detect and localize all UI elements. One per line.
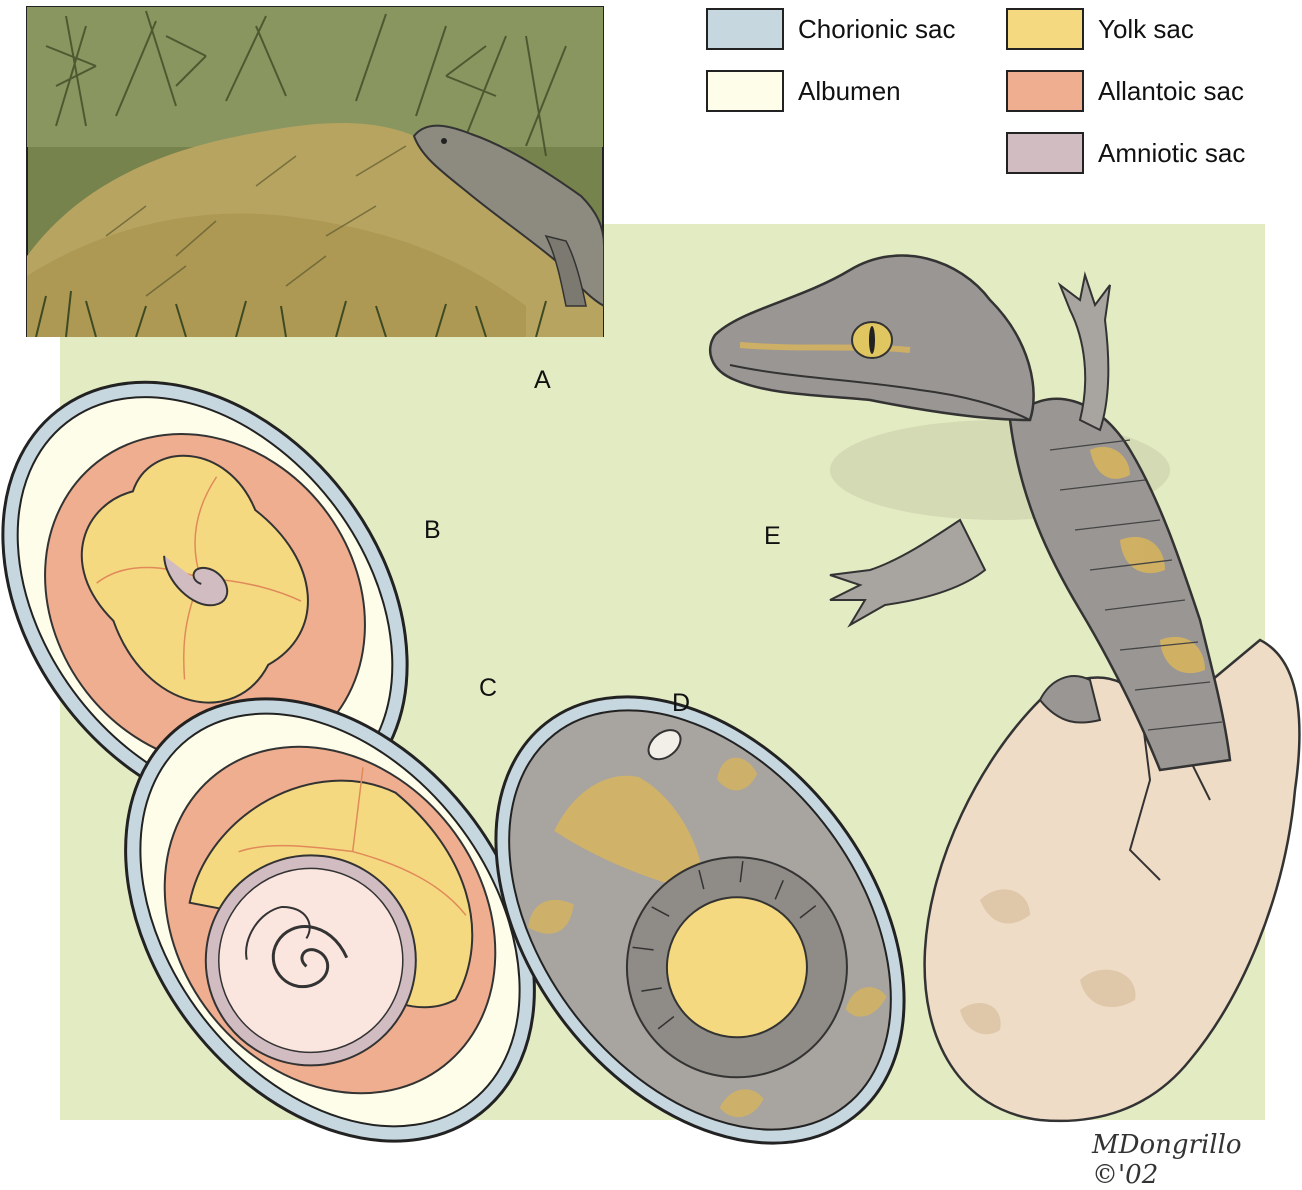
legend-label: Albumen <box>798 76 901 107</box>
legend-label: Yolk sac <box>1098 14 1194 45</box>
legend-label: Amniotic sac <box>1098 138 1245 169</box>
stage-label-d: D <box>672 689 690 718</box>
legend-swatch <box>706 70 784 112</box>
legend-swatch <box>1006 70 1084 112</box>
legend-swatch <box>1006 132 1084 174</box>
stage-label-b: B <box>424 516 441 545</box>
stage-label-e: E <box>764 522 781 551</box>
legend-swatch <box>1006 8 1084 50</box>
stage-label-c: C <box>479 674 497 703</box>
stage-label-a: A <box>534 366 551 395</box>
legend-label: Chorionic sac <box>798 14 956 45</box>
artist-signature: MDongrillo ©'02 <box>1092 1130 1302 1190</box>
legend-swatch <box>706 8 784 50</box>
legend-label: Allantoic sac <box>1098 76 1244 107</box>
